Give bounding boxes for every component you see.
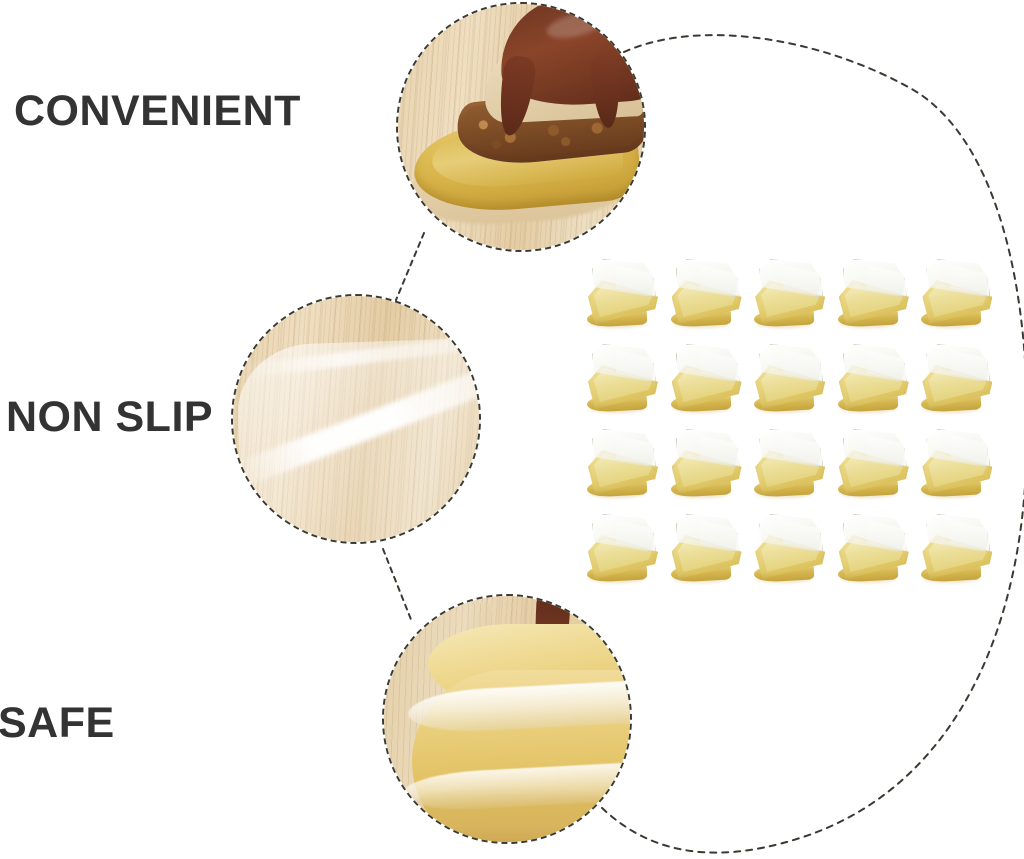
feature-label-convenient: CONVENIENT (14, 87, 301, 135)
triangular-cake-slice-container (586, 343, 664, 419)
callout-circle-safe (382, 594, 632, 844)
triangular-cake-slice-container (670, 428, 748, 504)
feature-label-safe: SAFE (0, 699, 115, 747)
triangular-cake-slice-container (753, 428, 831, 504)
triangular-cake-slice-container (920, 513, 998, 589)
triangular-cake-slice-container (586, 428, 664, 504)
triangular-cake-slice-container (753, 258, 831, 334)
callout-circle-convenient (396, 2, 646, 252)
triangular-cake-slice-container (837, 513, 915, 589)
triangular-cake-slice-container (670, 343, 748, 419)
triangular-cake-slice-container (837, 258, 915, 334)
triangular-cake-slice-container (837, 343, 915, 419)
triangular-cake-slice-container (920, 258, 998, 334)
triangular-cake-slice-container (837, 428, 915, 504)
callout-circle-non-slip (231, 294, 481, 544)
clear-plastic-lid-photo (233, 296, 479, 542)
triangular-cake-slice-container (670, 258, 748, 334)
cake-slice-with-chocolate-photo (398, 4, 644, 250)
product-grid (586, 258, 1004, 598)
triangular-cake-slice-container (753, 343, 831, 419)
triangular-cake-slice-container (920, 343, 998, 419)
triangular-cake-slice-container (920, 428, 998, 504)
triangular-cake-slice-container (753, 513, 831, 589)
tray-bottom-shadow (384, 788, 630, 842)
feature-label-non-slip: NON SLIP (6, 393, 214, 441)
triangular-cake-slice-container (586, 258, 664, 334)
sealed-container-rim-photo (384, 596, 630, 842)
triangular-cake-slice-container (670, 513, 748, 589)
triangular-cake-slice-container (586, 513, 664, 589)
